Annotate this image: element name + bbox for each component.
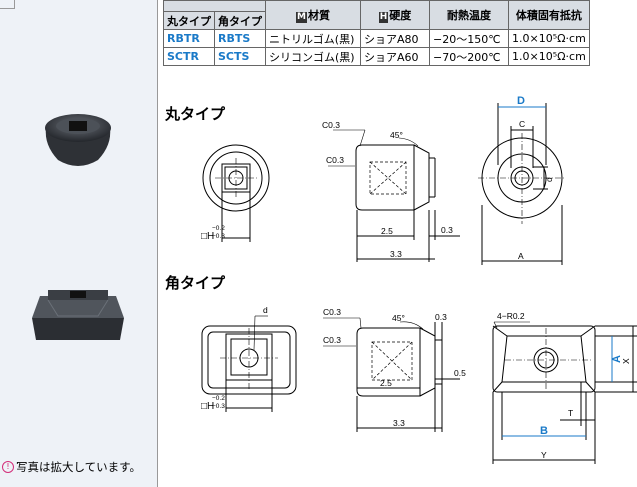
svg-text:0.5: 0.5 (454, 368, 466, 378)
spec-corner-cell (163, 0, 266, 12)
round-grommet-photo (45, 114, 111, 166)
svg-text:−0.3: −0.3 (212, 233, 225, 240)
svg-text:C0.3: C0.3 (322, 120, 340, 130)
svg-text:C0.3: C0.3 (326, 155, 344, 165)
svg-text:X: X (621, 358, 631, 364)
subheader-square: 角タイプ (214, 11, 266, 30)
svg-text:T: T (568, 408, 573, 418)
svg-text:A: A (518, 251, 524, 261)
caption-text: 写真は拡大しています。 (16, 460, 142, 474)
svg-text:4−R0.2: 4−R0.2 (497, 311, 525, 321)
square-type-title: 角タイプ (165, 274, 226, 292)
table-row: SCTR SCTS シリコンゴム(黒) ショアA60 −70〜200℃ 1.0×… (163, 47, 590, 66)
header-resist: 体積固有抵抗 (508, 0, 590, 30)
svg-text:45°: 45° (390, 130, 403, 140)
svg-text:B: B (540, 425, 548, 437)
material-icon: M (296, 12, 307, 23)
svg-text:−0.2: −0.2 (212, 395, 225, 402)
square-back-view (492, 321, 637, 464)
svg-text:3.3: 3.3 (393, 418, 405, 428)
svg-text:D: D (517, 95, 525, 107)
svg-text:C0.3: C0.3 (323, 335, 341, 345)
info-icon: ! (2, 461, 14, 473)
svg-text:0.3: 0.3 (435, 312, 447, 322)
subheader-round: 丸タイプ (163, 11, 215, 30)
hardness-icon: H (378, 12, 389, 23)
svg-text:A: A (611, 355, 623, 363)
svg-text:45°: 45° (392, 313, 405, 323)
svg-text:d: d (263, 305, 268, 315)
header-temp: 耐熱温度 (429, 0, 509, 30)
round-back-view (478, 103, 566, 265)
round-dimension-labels: C0.3 C0.3 45° 2.5 0.3 3.3 □H −0.2 −0.3 D… (201, 95, 554, 261)
round-side-view (328, 129, 460, 262)
svg-text:3.3: 3.3 (390, 249, 402, 259)
round-front-view (202, 144, 270, 242)
svg-text:2.5: 2.5 (381, 226, 393, 236)
photo-caption: ! 写真は拡大しています。 (2, 459, 141, 475)
square-side-view (323, 317, 460, 432)
svg-text:−0.2: −0.2 (212, 225, 225, 232)
svg-text:C: C (519, 119, 525, 129)
table-row: RBTR RBTS ニトリルゴム(黒) ショアA80 −20〜150℃ 1.0×… (163, 29, 590, 48)
corner-marker (0, 0, 15, 9)
photo-panel: ! 写真は拡大しています。 (0, 0, 158, 487)
square-grommet-photo (32, 290, 124, 340)
square-dimension-labels: d C0.3 C0.3 45° 0.3 2.5 0.5 3.3 □H −0.2 … (201, 305, 631, 460)
svg-text:□H: □H (201, 401, 214, 412)
svg-text:Y: Y (541, 450, 547, 460)
square-front-view (201, 315, 297, 412)
svg-text:2.5: 2.5 (380, 378, 392, 388)
svg-text:d: d (544, 177, 554, 182)
round-type-title: 丸タイプ (165, 105, 226, 123)
svg-text:C0.3: C0.3 (323, 307, 341, 317)
svg-text:□H: □H (201, 231, 214, 242)
svg-text:0.3: 0.3 (441, 225, 453, 235)
svg-text:−0.3: −0.3 (212, 403, 225, 410)
